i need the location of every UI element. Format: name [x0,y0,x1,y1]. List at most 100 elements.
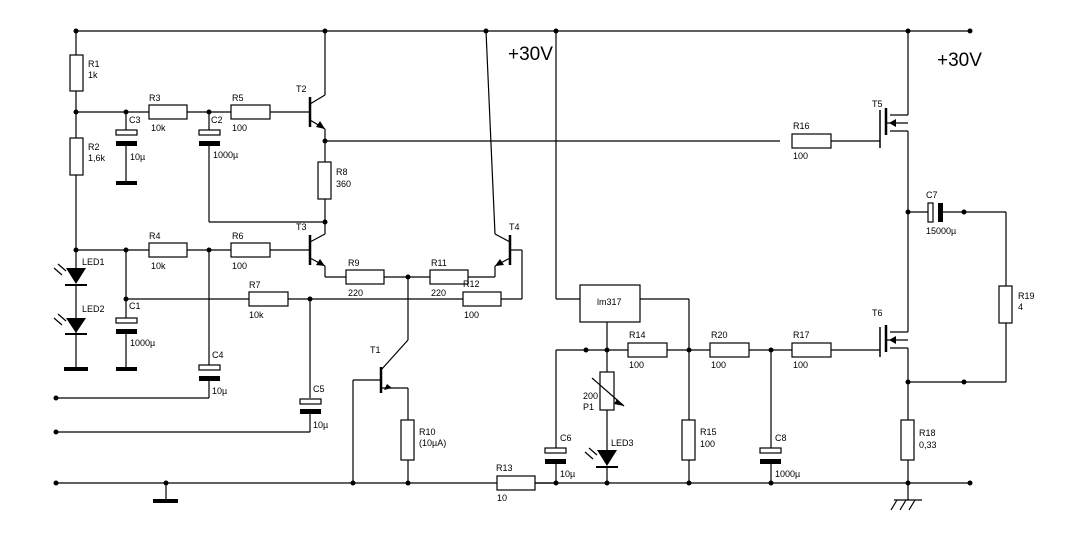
r19-name: R19 [1018,291,1035,301]
r18-value: 0,33 [919,440,937,450]
resistor-r17 [791,342,832,358]
capacitor-c8-plate [759,447,782,454]
resistor-r9 [345,269,385,285]
c3-value: 10µ [130,152,145,162]
supply-label-right: +30V [937,50,982,71]
r5-name: R5 [232,93,244,103]
resistor-r11 [429,269,469,285]
c4-value: 10µ [212,386,227,396]
transistor-t1 [379,367,392,393]
r15-value: 100 [700,439,715,449]
led1-icon [53,262,87,318]
capacitor-c2 [199,141,220,146]
r11-name: R11 [431,258,447,268]
ground-bar-left [153,499,178,503]
r10-name: R10 [419,427,436,437]
c3-name: C3 [129,115,141,125]
resistor-r6 [230,242,271,258]
c8-name: C8 [775,433,787,443]
r11-value: 220 [431,288,446,298]
r8-name: R8 [336,167,348,177]
transistor-t6 [879,325,908,357]
r20-name: R20 [711,330,728,340]
wires [56,30,1007,500]
t3-name: T3 [296,222,307,232]
resistor-r20 [709,342,750,358]
led3-name: LED3 [611,438,634,448]
regulator-label: lm317 [597,297,622,307]
t6-name: T6 [872,308,883,318]
r16-name: R16 [793,121,810,131]
r3-name: R3 [149,93,161,103]
supply-label-left: +30V [508,44,553,65]
c7-name: C7 [926,190,938,200]
c7-value: 15000µ [926,226,956,236]
r4-value: 10k [151,261,166,271]
r1-name: R1 [88,59,100,69]
c3-ground-bar [116,181,137,185]
potentiometer-arrowhead [614,399,624,406]
c1-ground-bar [116,367,137,371]
r12-value: 100 [464,310,479,320]
c4-name: C4 [212,350,224,360]
resistor-r18 [900,419,915,461]
resistor-r14 [627,342,668,358]
r3-value: 10k [151,123,166,133]
resistor-r16 [791,133,832,149]
resistor-r1 [69,54,84,92]
capacitor-c4-plate [198,364,221,371]
t4-name: T4 [509,222,520,232]
c6-name: C6 [560,433,572,443]
resistor-r2 [69,137,84,176]
r7-name: R7 [249,280,261,290]
r17-name: R17 [793,330,810,340]
r8-value: 360 [336,179,351,189]
t2-name: T2 [296,84,307,94]
resistor-r8 [317,161,332,200]
r9-value: 220 [348,288,363,298]
c5-name: C5 [313,384,325,394]
r7-value: 10k [249,310,264,320]
led2-name: LED2 [82,304,105,314]
r20-value: 100 [711,360,726,370]
r19-value: 4 [1018,302,1023,312]
r1-value: 1k [88,70,98,80]
r5-value: 100 [232,123,247,133]
led1-name: LED1 [82,257,105,267]
led2-icon [53,313,87,335]
r2-name: R2 [88,142,100,152]
capacitor-c4 [199,376,220,381]
r15-name: R15 [700,427,717,437]
junction-dots [53,28,973,486]
resistor-r15 [681,419,696,461]
t5-name: T5 [872,99,883,109]
resistor-r12 [462,291,502,307]
r13-value: 10 [497,493,507,503]
p1-value: 200 [583,391,598,401]
r14-value: 100 [629,360,644,370]
r10-value: (10µA) [419,438,446,448]
capacitor-c6-plate [544,447,567,454]
led-ground-bar [64,367,88,371]
capacitor-c7 [938,203,943,222]
ground-icon [890,499,922,511]
transistor-t4 [494,233,512,267]
r16-value: 100 [793,151,808,161]
capacitor-c3 [116,141,137,146]
transistor-t2 [308,94,326,130]
resistor-r3 [148,104,188,120]
capacitor-c5 [300,409,321,414]
capacitor-c5-plate [299,398,322,405]
capacitor-c3-plate [115,129,138,136]
capacitor-c1 [116,329,137,334]
capacitor-c8 [760,459,781,464]
t1-name: T1 [370,345,381,355]
r14-name: R14 [629,330,646,340]
c8-value: 1000µ [775,469,800,479]
c1-name: C1 [129,301,141,311]
r12-name: R12 [463,279,480,289]
transistor-t5 [879,108,908,148]
resistor-r13 [496,475,536,491]
capacitor-c2-plate [198,129,221,136]
